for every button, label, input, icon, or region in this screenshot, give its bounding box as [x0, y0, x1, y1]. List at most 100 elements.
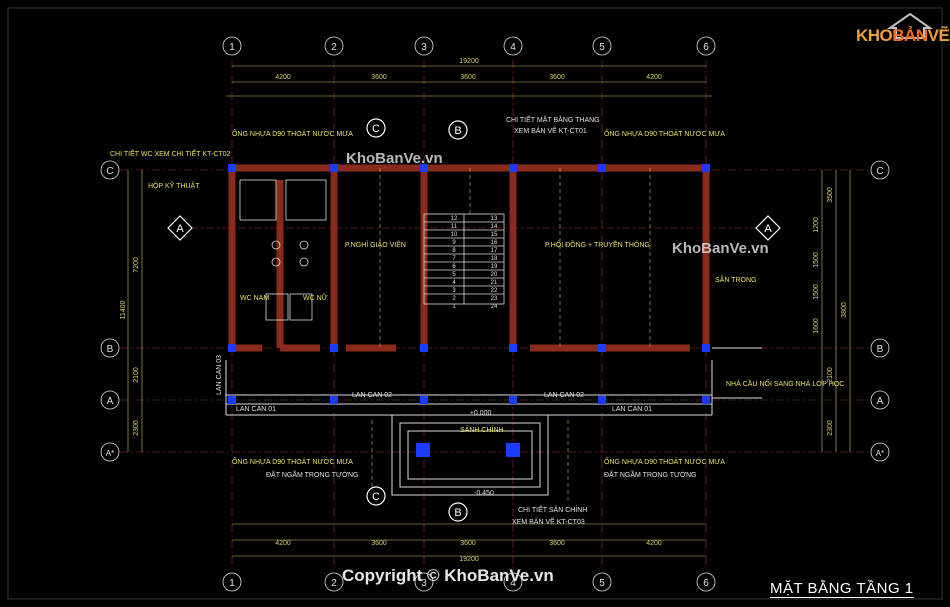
stair-step-6: 6 [452, 264, 456, 270]
copyright: Copyright © KhoBanVe.vn [342, 566, 554, 585]
top-dimensions [226, 65, 712, 557]
house-icon [886, 12, 934, 39]
grid-label-c-right: C [876, 166, 883, 177]
stair-step-23: 23 [491, 296, 498, 302]
dim-bay-4: 3600 [549, 74, 565, 81]
stair-step-14: 14 [491, 224, 498, 230]
stair-step-7: 7 [452, 256, 456, 262]
grid-label-4-bottom: 4 [510, 578, 516, 589]
note-bridge: NHÀ CẦU NỐI SANG NHÀ LỚP HỌC [726, 378, 844, 388]
note-yard-detail: CHI TIẾT SÂN CHÍNH [518, 504, 587, 514]
stair-step-16: 16 [491, 240, 498, 246]
stair-step-12: 12 [451, 216, 458, 222]
logo-text: KHOBẢNVẼ [856, 26, 950, 46]
dim-right-6: 3800 [841, 302, 848, 318]
note-stair-detail: CHI TIẾT MẶT BẰNG THANG [506, 114, 600, 124]
svg-text:B: B [454, 125, 461, 137]
note-pipe-bl: ỐNG NHỰA D90 THOÁT NƯỚC MƯA [232, 456, 353, 466]
room-council: P.HỘI ĐỒNG + TRUYỀN THÔNG [545, 239, 650, 249]
note-wc-detail: CHI TIẾT WC XEM CHI TIẾT KT-CT02 [110, 148, 231, 158]
sheet-frame [7, 7, 943, 600]
svg-text:A: A [764, 223, 772, 235]
stair-step-10: 10 [451, 232, 458, 238]
dim-right-8: 2300 [827, 420, 834, 436]
stair-step-21: 21 [491, 280, 498, 286]
watermark: KhoBanVe.vn [346, 150, 443, 167]
grid-label-1-bottom: 1 [229, 578, 235, 589]
grid-label-2-top: 2 [331, 42, 337, 53]
stair-step-1: 1 [452, 304, 456, 310]
dim-bay-5-bottom: 4200 [646, 540, 662, 547]
stair-step-8: 8 [452, 248, 456, 254]
stair [423, 213, 505, 305]
dim-total-top: 19200 [459, 58, 479, 65]
grid-bubbles [100, 36, 890, 592]
grid-label-a-right: A [877, 396, 884, 407]
columns [228, 164, 710, 457]
svg-text:A: A [176, 223, 184, 235]
svg-text:C: C [372, 123, 380, 135]
logo [852, 12, 942, 52]
dim-right-4: 1500 [813, 284, 820, 300]
note-pipe-tl: ỐNG NHỰA D90 THOÁT NƯỚC MƯA [232, 128, 353, 138]
stair-step-20: 20 [491, 272, 498, 278]
logo-text-kho: KHO [856, 26, 893, 45]
note-rail-01-right: LAN CAN 01 [612, 406, 652, 413]
stair-step-19: 19 [491, 264, 498, 270]
grid-label-b-left: B [107, 344, 114, 355]
stair-step-4: 4 [452, 280, 456, 286]
logo-text-ban: BẢN [892, 26, 928, 45]
dim-bay-1-bottom: 4200 [275, 540, 291, 547]
stair-step-3: 3 [452, 288, 456, 294]
dim-bay-4-bottom: 3600 [549, 540, 565, 547]
beams [371, 168, 651, 500]
dim-bay-2-bottom: 3600 [371, 540, 387, 547]
room-wc-women: WC NỮ [303, 293, 328, 302]
note-stair-ref: XEM BẢN VẼ KT-CT01 [514, 126, 587, 135]
stair-step-17: 17 [491, 248, 498, 254]
dim-left-1: 7200 [133, 257, 140, 273]
grid-label-6-bottom: 6 [703, 578, 709, 589]
side-dimensions [127, 170, 851, 452]
stair-step-9: 9 [452, 240, 456, 246]
note-elev-0: ±0.000 [470, 410, 491, 417]
watermark: KhoBanVe.vn [672, 240, 769, 257]
note-rail-02-right: LAN CAN 02 [544, 392, 584, 399]
note-rail-02-left: LAN CAN 02 [352, 392, 392, 399]
dim-left-3: 2100 [133, 367, 140, 383]
stair-numbers: 12 11 10 9 8 7 6 5 4 3 2 1 13 14 15 16 1… [451, 216, 498, 310]
stair-step-24: 24 [491, 304, 498, 310]
dim-left-2: 11400 [120, 300, 127, 319]
dim-total-bottom: 19200 [459, 556, 479, 563]
grid-label-5-bottom: 5 [599, 578, 605, 589]
room-wc-men: WC NAM [240, 295, 269, 302]
dim-bay-5: 4200 [646, 74, 662, 81]
grid-label-c-left: C [106, 166, 113, 177]
drawing-title: MẶT BẰNG TẦNG 1 [770, 580, 914, 598]
note-yard-ref: XEM BẢN VẼ KT-CT03 [512, 517, 585, 526]
room-teacher: P.NGHỈ GIÁO VIÊN [345, 240, 406, 249]
grid-label-astar-right: A* [876, 449, 884, 458]
stair-step-11: 11 [451, 224, 458, 230]
dim-right-2: 1200 [813, 217, 820, 233]
grid-label-5-top: 5 [599, 42, 605, 53]
room-tech-box: HỘP KỸ THUẬT [148, 181, 200, 190]
grid-label-a-left: A [107, 396, 114, 407]
wc-fixtures [239, 179, 327, 321]
note-beam-l: ĐẶT NGẦM TRONG TƯỜNG [266, 469, 359, 479]
svg-text:C: C [372, 491, 380, 503]
note-rail-01-left: LAN CAN 01 [236, 406, 276, 413]
walls [228, 164, 710, 352]
note-rail-03: LAN CAN 03 [216, 355, 223, 395]
stair-step-15: 15 [491, 232, 498, 238]
railings [225, 347, 762, 496]
section-markers [167, 118, 781, 522]
dim-right-1: 3500 [827, 187, 834, 203]
grid-label-6-top: 6 [703, 42, 709, 53]
grid-label-b-right: B [877, 344, 884, 355]
logo-text-ve: VẼ [927, 26, 950, 45]
dim-bay-1: 4200 [275, 74, 291, 81]
